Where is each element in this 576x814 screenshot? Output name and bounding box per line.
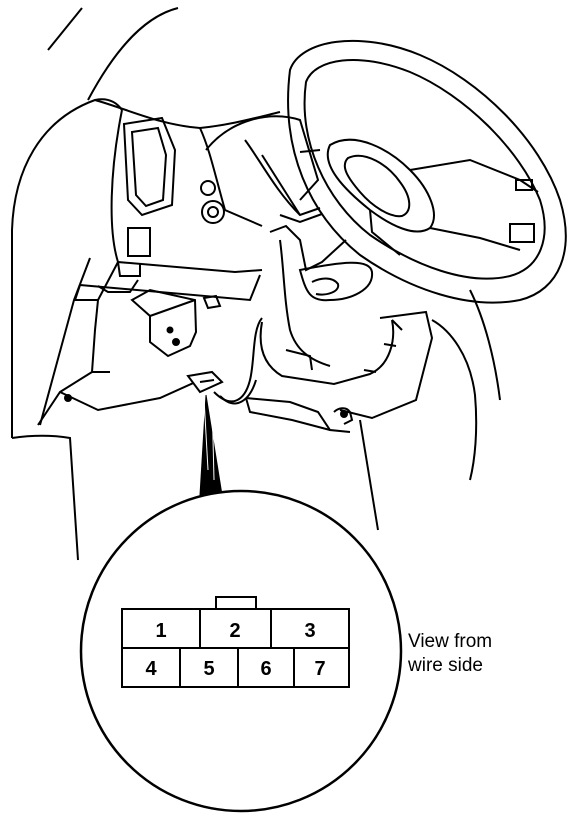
right-dash-panel (334, 290, 500, 530)
view-caption: View from wire side (408, 630, 548, 678)
pin-label-5: 5 (203, 658, 214, 680)
pin-label-3: 3 (304, 620, 315, 642)
leader-pointer (200, 395, 222, 495)
windshield-edge (48, 8, 178, 100)
left-body-panel (12, 99, 122, 560)
pin-label-7: 7 (314, 658, 325, 680)
lower-dash-panel (60, 262, 260, 410)
caption-line-2: wire side (408, 655, 483, 676)
caption-line-1: View from (408, 631, 493, 652)
steering-wheel-icon (288, 41, 566, 303)
pin-label-2: 2 (229, 620, 240, 642)
steering-column-icon (246, 226, 393, 432)
pin-label-6: 6 (260, 658, 271, 680)
connector-detail-view: 1 2 3 4 5 6 7 (81, 491, 401, 811)
pin-label-4: 4 (145, 658, 157, 680)
pin-label-1: 1 (155, 620, 166, 642)
dashboard-icon (38, 100, 322, 425)
connector-icon (188, 318, 262, 403)
